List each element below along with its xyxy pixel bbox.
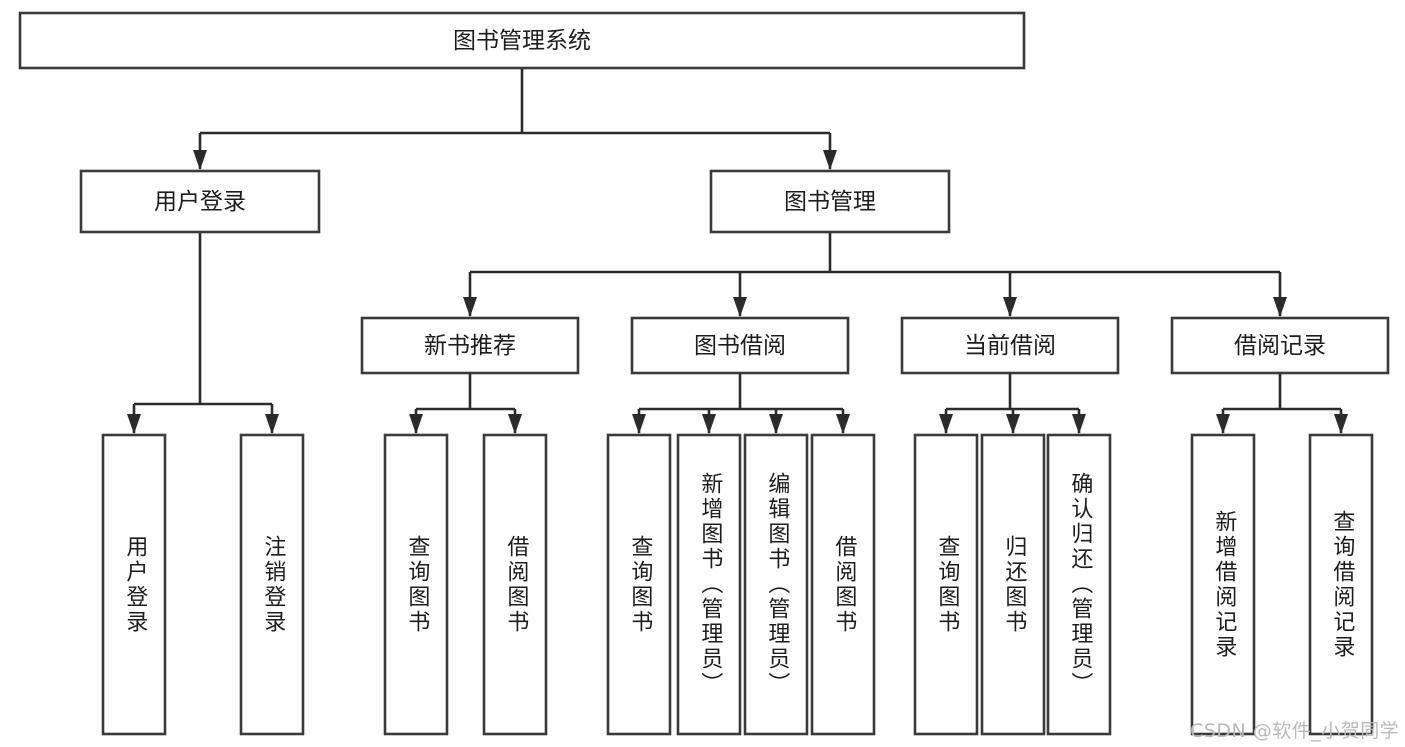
node-box-current-borrow[interactable] — [900, 316, 1120, 375]
arrow-head-icon — [508, 414, 522, 434]
arrow-head-icon — [1273, 297, 1287, 317]
arrow-head-icon — [193, 150, 207, 170]
node-label-user-login: 用户登录 — [154, 189, 246, 215]
arrow-head-icon — [632, 414, 646, 434]
arrow-head-icon — [127, 414, 141, 434]
node-label-book-borrow: 图书借阅 — [694, 333, 786, 359]
node-box-leaf-edit-book[interactable] — [743, 433, 809, 736]
node-box-root[interactable] — [18, 11, 1026, 70]
node-box-leaf-add-book[interactable] — [676, 433, 742, 736]
node-box-user-login[interactable] — [79, 169, 321, 234]
arrow-head-icon — [823, 150, 837, 170]
node-label-book-manage: 图书管理 — [784, 189, 876, 215]
arrow-head-icon — [702, 414, 716, 434]
arrow-head-icon — [463, 297, 477, 317]
arrow-head-icon — [409, 414, 423, 434]
arrow-head-icon — [1216, 414, 1230, 434]
node-box-leaf-borrow-book-2[interactable] — [810, 433, 876, 736]
arrow-head-icon — [265, 414, 279, 434]
connector-layer — [127, 68, 1348, 434]
node-label-root: 图书管理系统 — [453, 28, 591, 54]
node-box-leaf-add-record[interactable] — [1190, 433, 1256, 736]
node-box-book-manage[interactable] — [709, 169, 951, 234]
arrow-head-icon — [1003, 297, 1017, 317]
node-box-leaf-logout[interactable] — [239, 433, 305, 736]
node-box-book-borrow[interactable] — [630, 316, 850, 375]
node-label-borrow-record: 借阅记录 — [1234, 333, 1326, 359]
node-box-leaf-query-book-2[interactable] — [606, 433, 672, 736]
node-box-leaf-query-book-1[interactable] — [383, 433, 449, 736]
node-box-new-book-rec[interactable] — [360, 316, 580, 375]
node-box-leaf-confirm-return[interactable] — [1046, 433, 1112, 736]
node-box-borrow-record[interactable] — [1170, 316, 1390, 375]
node-box-leaf-borrow-book-1[interactable] — [482, 433, 548, 736]
watermark-text: CSDN @软件_小贺同学 — [1190, 720, 1400, 742]
node-box-leaf-user-login[interactable] — [101, 433, 167, 736]
node-box-leaf-query-book-3[interactable] — [913, 433, 979, 736]
node-box-leaf-query-record[interactable] — [1308, 433, 1374, 736]
arrow-head-icon — [939, 414, 953, 434]
node-box-leaf-return-book[interactable] — [980, 433, 1046, 736]
node-label-current-borrow: 当前借阅 — [964, 333, 1056, 359]
arrow-head-icon — [1072, 414, 1086, 434]
arrow-head-icon — [836, 414, 850, 434]
arrow-head-icon — [733, 297, 747, 317]
arrow-head-icon — [1334, 414, 1348, 434]
node-box-layer — [18, 11, 1390, 736]
node-label-new-book-rec: 新书推荐 — [424, 333, 516, 359]
arrow-head-icon — [769, 414, 783, 434]
arrow-head-icon — [1006, 414, 1020, 434]
